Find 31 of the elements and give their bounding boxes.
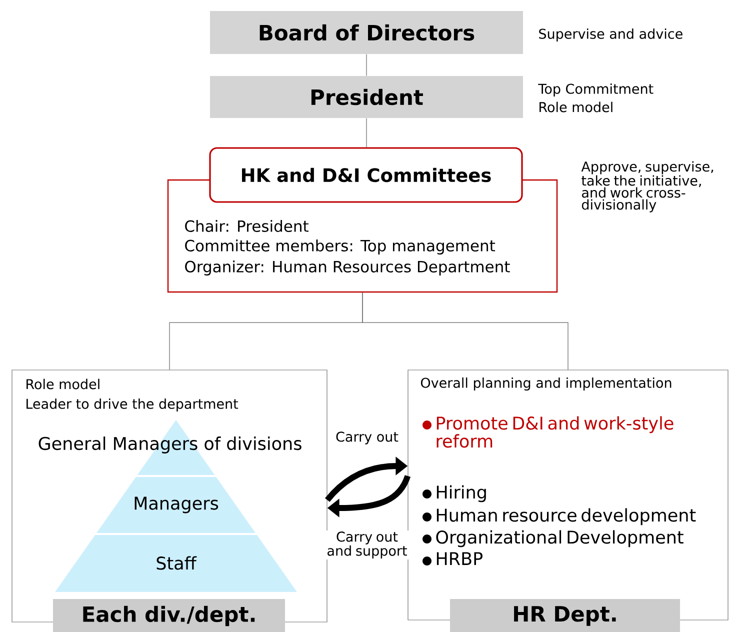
title-box: Board of Directors xyxy=(210,11,523,54)
committee-box: HK and D&I Committees Chair: President Committee members: Top management Organizer: Human Resources Department xyxy=(167,147,558,293)
list-item: Promote D&I and work-style reform xyxy=(422,416,674,448)
note-text: Approve, supervise, take the initiative, and work cross-divisionally xyxy=(581,161,714,212)
note-text: Role model xyxy=(540,102,612,112)
pyramid-layer: General Managers of divisions xyxy=(38,420,302,475)
list-item: Human resource development xyxy=(422,508,696,526)
pyramid-layer: Staff xyxy=(55,535,297,592)
note-text: Supervise and advice xyxy=(539,28,682,42)
department-panel xyxy=(12,370,328,632)
connector-line xyxy=(362,292,568,370)
tab-label: Each div./dept. xyxy=(53,599,285,632)
note-text: Top Commitment xyxy=(538,83,654,97)
node-label: HK and D&I Committees xyxy=(242,168,491,182)
tab-label: HR Dept. xyxy=(450,599,680,632)
connector-line xyxy=(366,118,367,148)
member-text: Chair: President xyxy=(185,220,308,232)
list-item: Organizational Development xyxy=(422,530,684,548)
department-panel xyxy=(408,370,728,632)
member-text: Committee members: Top management xyxy=(185,240,496,254)
edge-label: Carry out and support xyxy=(321,530,413,560)
note-text: Overall planning and implementation xyxy=(420,377,672,391)
edge-label: Carry out xyxy=(334,430,400,446)
note-text: Role model xyxy=(26,378,100,390)
connector-line xyxy=(366,54,367,76)
member-text: Organizer: Human Resources Department xyxy=(185,260,510,276)
list-item: HRBP xyxy=(422,552,482,566)
title-box: President xyxy=(210,76,523,118)
pyramid-layer: Managers xyxy=(96,477,256,533)
list-item: Hiring xyxy=(422,485,486,502)
note-text: Leader to drive the department xyxy=(26,398,238,412)
